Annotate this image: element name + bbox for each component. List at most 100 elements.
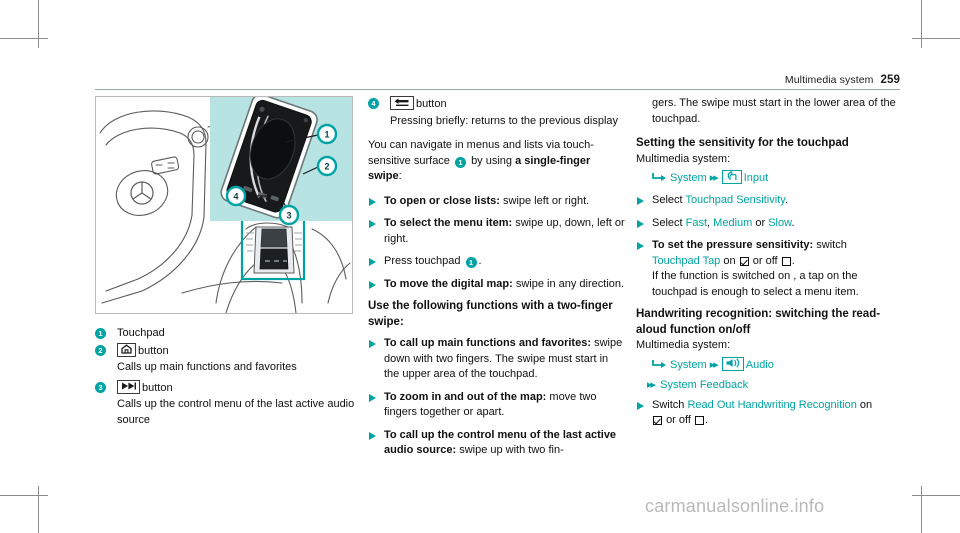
legend-number-badge: 4 [368, 98, 379, 109]
menu-link-medium[interactable]: Medium [713, 216, 753, 229]
section-heading-handwriting: Handwriting recognition: switching the r… [636, 308, 881, 336]
svg-text:2: 2 [324, 162, 329, 172]
legend-item-1: 1 Touchpad [95, 326, 360, 342]
path-separator-icon: ▸▸ [709, 172, 719, 184]
checkbox-unchecked-icon[interactable] [781, 256, 791, 266]
inline-badge-1: 1 [465, 257, 477, 268]
menu-link-touchpad-tap[interactable]: Touchpad Tap [652, 254, 721, 267]
item-bold: To move the digital map: [384, 277, 513, 290]
intro-text-post: : [398, 170, 402, 182]
menu-link-system-feedback[interactable]: System Feedback [660, 378, 749, 391]
menu-path-system-feedback[interactable]: ▸▸ System Feedback [636, 377, 900, 394]
item-bold: To set the pressure sensitivity: [652, 239, 814, 251]
item-bold: To zoom in and out of the map: [384, 390, 547, 403]
item-on-label: on [723, 254, 736, 267]
item-tail: . [478, 255, 482, 267]
legend-item-3-description: Calls up the control menu of the last ac… [117, 398, 355, 426]
item-rest: Press touchpad [384, 255, 461, 267]
section2-subhead: Multimedia system: [636, 339, 731, 351]
legend-item-4: 4 button [368, 96, 626, 113]
item-tail: . [791, 254, 795, 267]
watermark: carmanualsonline.info [645, 496, 825, 516]
audio-speaker-icon [721, 356, 744, 371]
page-header: Multimedia system 259 [95, 68, 900, 90]
figure-touchpad-location: 1 2 3 4 [95, 96, 353, 314]
back-arrow-icon [390, 96, 414, 110]
crop-mark-bl-h [0, 495, 48, 496]
path-segment-system[interactable]: System [670, 172, 707, 184]
right-column: gers. The swipe must start in the lower … [636, 96, 900, 436]
crop-mark-br-h [912, 495, 960, 496]
legend-item-2: 2 button [95, 342, 360, 360]
handwriting-list: Switch Read Out Handwriting Recognition … [636, 397, 900, 429]
item-off-label: or off [752, 254, 778, 267]
item-pre: Select [652, 194, 683, 206]
list-item: Select Touchpad Sensitivity. [636, 193, 900, 215]
middle-column: 4 button Pressing briefly: returns to th… [368, 96, 626, 466]
menu-link-read-out-handwriting-recognition[interactable]: Read Out Handwriting Recognition [687, 398, 857, 411]
item-rest: swipe up with two fin- [459, 444, 564, 456]
item-bold: To select the menu item: [384, 217, 513, 229]
checkbox-unchecked-icon[interactable] [695, 416, 704, 425]
section1-subhead: Multimedia system: [636, 152, 731, 165]
crop-mark-tl-v [38, 0, 39, 48]
item-on-label: on [859, 398, 873, 411]
item-post: . [791, 216, 795, 229]
item-rest: move two fingers together or apart. [384, 390, 597, 419]
menu-link-touchpad-sensitivity[interactable]: Touchpad Sensitivity [685, 194, 785, 206]
header-title: Multimedia system [784, 74, 874, 86]
item-rest: switch [816, 239, 847, 251]
legend-number-badge: 1 [95, 328, 106, 339]
intro-text-pre: You can navigate in menus and lists via … [368, 139, 594, 167]
legend-item-3-label: button [142, 381, 173, 394]
checkbox-checked-icon[interactable] [653, 416, 662, 425]
two-finger-heading: Use the following functions with a two-f… [368, 300, 613, 328]
home-icon [117, 342, 136, 357]
checkbox-checked-icon[interactable] [739, 256, 749, 266]
page-number: 259 [880, 74, 900, 86]
left-column: 1 2 3 4 1 Touchpad 2 [95, 96, 360, 432]
item-rest: swipe left or right. [503, 194, 590, 207]
path-segment-system[interactable]: System [670, 358, 707, 371]
single-finger-list: To open or close lists: swipe left or ri… [368, 193, 626, 293]
section1-note: If the function is switched on , a tap o… [652, 270, 859, 298]
section-heading-sensitivity: Setting the sensitivity for the touchpad [636, 137, 849, 149]
figure-legend: 1 Touchpad 2 button Calls up main functi… [95, 326, 360, 428]
item-bold: To call up the control menu of the last … [384, 428, 617, 457]
intro-text-mid: by using [471, 154, 513, 167]
continuation-text: gers. The swipe must start in the lower … [636, 96, 900, 127]
menu-link-slow[interactable]: Slow [768, 216, 792, 229]
figure-illustration: 1 2 3 4 [96, 97, 352, 313]
legend-item-4-description: Pressing briefly: returns to the previou… [390, 114, 619, 127]
item-mid: or [755, 216, 766, 229]
legend-number-badge: 3 [95, 381, 106, 393]
path-segment-input[interactable]: Input [743, 172, 769, 184]
inline-badge-1: 1 [455, 156, 466, 168]
svg-text:3: 3 [286, 211, 291, 221]
header-rule [95, 89, 900, 90]
menu-link-fast[interactable]: Fast [685, 216, 708, 229]
legend-item-1-label: Touchpad [117, 327, 165, 339]
list-item: To zoom in and out of the map: move two … [368, 389, 626, 428]
legend-item-4-label: button [416, 98, 447, 110]
item-pre: Select [652, 216, 683, 229]
crop-mark-tl-h [0, 38, 48, 39]
figure-detail-panel: 1 2 3 4 [210, 97, 352, 226]
path-segment-audio[interactable]: Audio [745, 358, 774, 371]
list-item: To select the menu item: swipe up, down,… [368, 216, 626, 254]
single-finger-intro: You can navigate in menus and lists via … [368, 138, 626, 185]
item-rest: swipe down with two fingers. The swipe m… [384, 337, 623, 380]
menu-path-input[interactable]: System▸▸ Input [636, 170, 900, 189]
path-arrow-icon [652, 172, 667, 189]
legend-item-3: 3 button [95, 379, 360, 397]
item-off-label: or off [666, 414, 691, 426]
item-post: . [784, 194, 788, 206]
legend-item-2-description: Calls up main functions and favorites [117, 361, 297, 373]
list-item: To call up the control menu of the last … [368, 427, 626, 459]
menu-path-audio[interactable]: System▸▸ Audio [636, 356, 900, 376]
item-bold: To call up main functions and favorites: [384, 337, 591, 349]
sensitivity-list: Select Touchpad Sensitivity. Select Fast… [636, 193, 900, 300]
item-pre: Switch [652, 398, 685, 411]
